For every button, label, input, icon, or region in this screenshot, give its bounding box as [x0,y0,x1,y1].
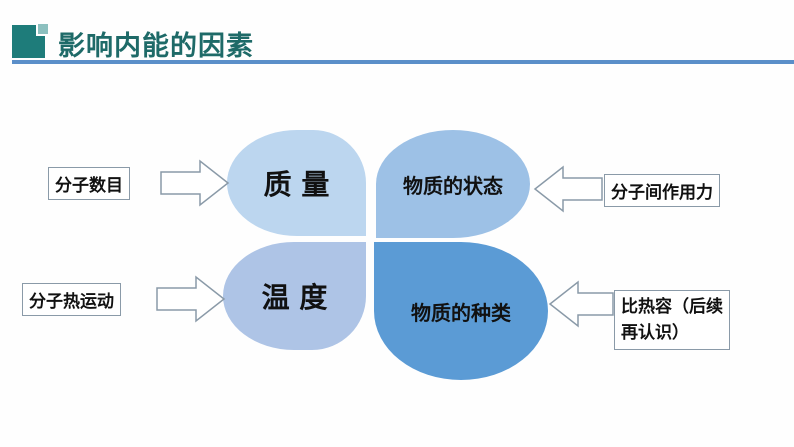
factor-box-state: 分子间作用力 [604,174,720,207]
right-arrow-icon [156,275,226,323]
factor-box-mass: 分子数目 [48,167,130,200]
petal-temperature: 温 度 [223,242,366,350]
left-arrow-icon [548,280,614,328]
title-decoration-small-square [36,24,48,36]
page-title: 影响内能的因素 [58,31,254,62]
factor-box-temperature: 分子热运动 [22,283,121,316]
petal-state: 物质的状态 [376,130,530,238]
petal-kind: 物质的种类 [374,242,548,380]
left-arrow-icon [533,165,603,213]
factor-kind-line1: 比热容（后续 [621,297,723,317]
title-underline [12,60,794,64]
petal-mass: 质 量 [227,130,366,236]
factor-box-kind: 比热容（后续 再认识） [614,290,730,350]
right-arrow-icon [160,159,230,207]
factor-kind-line2: 再认识） [621,323,689,343]
